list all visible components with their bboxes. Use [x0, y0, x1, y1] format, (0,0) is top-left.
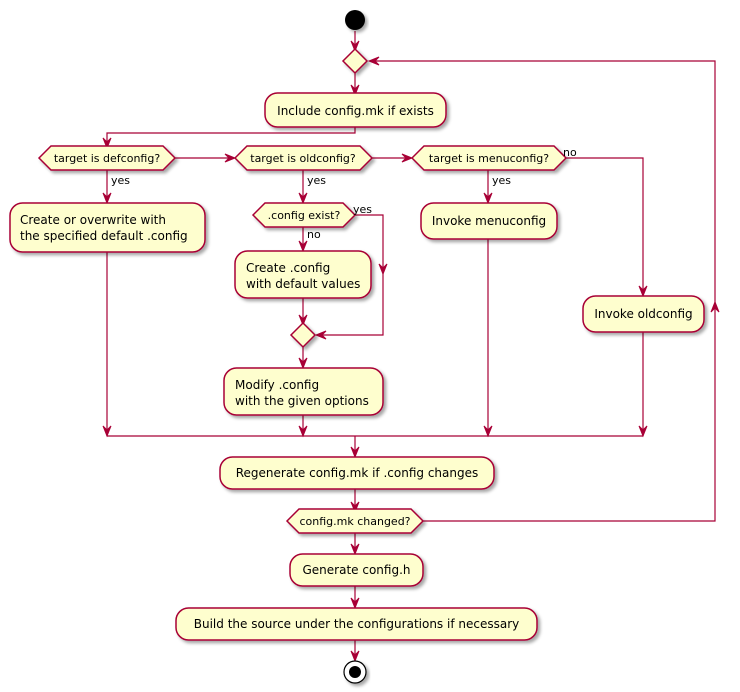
- arrow-modify: [298, 357, 308, 370]
- defconfig-yes-label: yes: [111, 174, 130, 187]
- arrowheads: [102, 40, 720, 663]
- merge-diamond: [289, 321, 317, 349]
- activity-create-default: Create .config with default values: [234, 250, 372, 299]
- activity-oldconfig-label: Invoke oldconfig: [594, 307, 692, 321]
- arrow-bar-1: [102, 425, 112, 438]
- activity-include: Include config.mk if exists: [264, 92, 447, 128]
- arrow-create-default: [298, 240, 308, 253]
- loop-diamond: [341, 47, 369, 75]
- activity-oldconfig: Invoke oldconfig: [582, 295, 705, 333]
- menuconfig-yes-label: yes: [492, 174, 511, 187]
- activity-build: Build the source under the configuration…: [175, 607, 538, 641]
- arrow-generate: [350, 543, 360, 556]
- activity-modify-line-2: with the given options: [235, 394, 369, 408]
- exist-no-label: no: [307, 228, 321, 241]
- arrow-oldconfig: [224, 153, 237, 163]
- activity-generate: Generate config.h: [289, 553, 424, 587]
- activity-create-overwrite: Create or overwrite with the specified d…: [9, 202, 206, 253]
- menuconfig-no-label: no: [563, 146, 577, 159]
- arrow-end: [350, 650, 360, 663]
- arrow-menuconfig-cond: [401, 153, 414, 163]
- arrow-loop-left: [367, 56, 380, 66]
- diamonds: [37, 47, 568, 534]
- menuconfig-diamond: [410, 145, 568, 171]
- exist-yes-label: yes: [353, 203, 372, 216]
- defconfig-condition-label: target is defconfig?: [54, 152, 161, 165]
- edge-changed-loop: [371, 60, 716, 522]
- arrow-invoke-oldconfig: [638, 285, 648, 298]
- end-node: [343, 660, 367, 684]
- arrow-bar-4: [638, 425, 648, 438]
- changed-condition-label: config.mk changed?: [299, 515, 410, 528]
- activity-create-default-line-2: with default values: [246, 277, 360, 291]
- activity-menuconfig-label: Invoke menuconfig: [432, 214, 546, 228]
- arrow-defconfig: [102, 137, 112, 150]
- menuconfig-condition-label: target is menuconfig?: [429, 152, 549, 165]
- activity-modify: Modify .config with the given options: [223, 367, 384, 416]
- activity-include-label: Include config.mk if exists: [277, 104, 434, 118]
- oldconfig-diamond: [233, 145, 374, 171]
- defconfig-diamond: [37, 145, 177, 171]
- edge-include-defconfig: [106, 127, 356, 146]
- arrow-exist-yes: [378, 263, 388, 276]
- activity-regenerate-label: Regenerate config.mk if .config changes: [236, 466, 478, 480]
- activity-regenerate: Regenerate config.mk if .config changes: [219, 456, 495, 490]
- arrow-exist: [298, 192, 308, 205]
- start-node: [345, 10, 365, 30]
- activity-generate-label: Generate config.h: [303, 563, 411, 577]
- oldconfig-condition-label: target is oldconfig?: [250, 152, 356, 165]
- changed-diamond: [285, 508, 425, 534]
- activity-create-default-line-1: Create .config: [246, 261, 330, 275]
- arrow-merge: [298, 314, 308, 327]
- config-exist-condition-label: .config exist?: [268, 209, 341, 222]
- arrow-include: [350, 84, 360, 97]
- arrow-regenerate: [350, 446, 360, 459]
- activity-create-overwrite-line-2: the specified default .config: [20, 229, 188, 243]
- activity-modify-line-1: Modify .config: [235, 378, 319, 392]
- activity-menuconfig: Invoke menuconfig: [420, 202, 558, 240]
- arrow-invoke-menuconfig: [483, 192, 493, 205]
- oldconfig-yes-label: yes: [307, 174, 326, 187]
- activity-build-label: Build the source under the configuration…: [194, 617, 519, 631]
- activity-create-overwrite-line-1: Create or overwrite with: [20, 213, 166, 227]
- arrow-bar-2: [298, 425, 308, 438]
- arrow-loop: [350, 40, 360, 53]
- arrow-build: [350, 597, 360, 610]
- arrow-merge-left: [314, 330, 327, 340]
- edge-menuconfig-no: [566, 157, 644, 294]
- arrow-loop-up: [710, 300, 720, 313]
- arrow-bar-3: [483, 425, 493, 438]
- config-exist-diamond: [251, 202, 357, 228]
- arrow-create-overwrite: [102, 192, 112, 205]
